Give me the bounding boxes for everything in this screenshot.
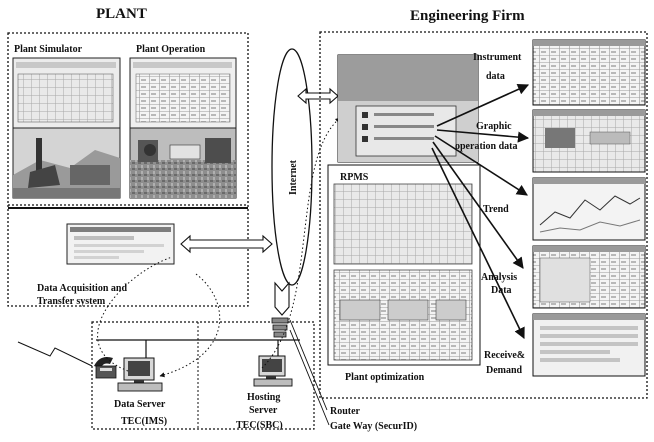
gateway-label: Gate Way (SecurID) (330, 421, 417, 432)
data-server-label: Data Server (114, 399, 166, 410)
output-arrows (431, 84, 530, 340)
output-label-instrument-line2: data (486, 71, 505, 82)
network-box (91, 321, 315, 430)
router-pointer (289, 319, 330, 426)
output-label-analysis: Analysis (481, 272, 517, 283)
router-label: Router (330, 406, 361, 417)
output-label-receive: Receive& (484, 350, 525, 361)
plant-title: PLANT (96, 6, 147, 22)
daq-label-line2: Transfer system (37, 296, 106, 307)
output-label-graphic: Graphic (476, 121, 512, 132)
internet-cloud: Internet (271, 48, 313, 286)
output-screen-analysis (532, 245, 646, 309)
data-server-tag: TEC(IMS) (121, 416, 167, 427)
plant-operation-label: Plant Operation (136, 44, 206, 55)
engineering-firm-box (319, 31, 648, 399)
data-server-computer-icon (117, 357, 163, 392)
output-label-receive-line2: Demand (486, 365, 523, 376)
plant-simulator-panel: Plant Simulator (12, 44, 121, 199)
output-label-analysis-line2: Data (491, 285, 512, 296)
rpms-label: RPMS (340, 172, 369, 183)
plant-simulator-label: Plant Simulator (14, 44, 83, 55)
engineering-main-screen (337, 54, 479, 163)
output-screen-instrument (532, 39, 646, 106)
plant-optimization-label: Plant optimization (345, 372, 425, 383)
engineering-firm-title: Engineering Firm (410, 8, 525, 24)
telephone-icon (94, 357, 117, 379)
hosting-server-computer-icon (253, 355, 293, 387)
output-screen-graphic (532, 109, 646, 173)
dotted-flow-hosting-to-engineering (261, 117, 341, 369)
internet-label: Internet (288, 159, 299, 195)
output-screen-demand (532, 313, 646, 377)
plant-operation-panel: Plant Operation (129, 44, 237, 199)
output-screen-trend (532, 177, 646, 241)
double-arrow-internet-router (274, 281, 290, 316)
dotted-flow-server-to-daq (97, 256, 221, 378)
hosting-label-line2: Server (249, 405, 278, 416)
daq-label-line1: Data Acquisition and (37, 283, 127, 294)
double-arrow-internet-engineering (297, 87, 339, 105)
output-label-instrument: Instrument (473, 52, 522, 63)
hosting-tag: TEC(SBC) (236, 420, 283, 431)
router-icon (271, 317, 289, 338)
hosting-label-line1: Hosting (247, 392, 280, 403)
plant-box (7, 32, 249, 307)
double-arrow-daq-internet (180, 234, 273, 254)
wireless-link-icon (17, 341, 93, 367)
rpms-panel: RPMS (327, 164, 481, 366)
output-label-trend: Trend (483, 204, 509, 215)
data-acquisition-terminal: Data Acquisition and Transfer system (37, 223, 175, 307)
output-label-graphic-line2: operation data (455, 141, 518, 152)
